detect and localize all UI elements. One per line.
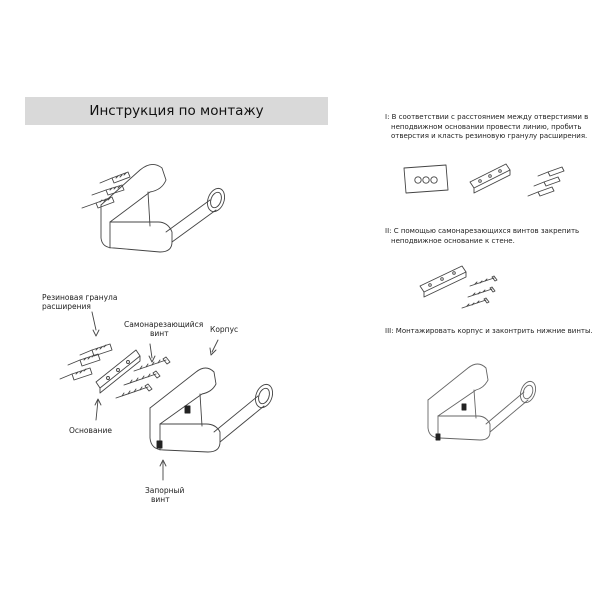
label-lock-screw: Запорный винт	[145, 486, 184, 504]
label-lock-line2: винт	[151, 495, 170, 504]
lock-screw-icon	[156, 440, 163, 449]
page-title: Инструкция по монтажу	[89, 103, 264, 119]
step3-illustration	[427, 363, 537, 441]
step-2-line2: неподвижное основание к стене.	[391, 236, 515, 245]
lock-screw-icon	[435, 433, 441, 441]
drilling-template-icon	[403, 164, 449, 194]
step-1-line2: неподвижном основании провести линию, пр…	[391, 122, 582, 131]
label-screw-line2: винт	[150, 329, 169, 338]
title-bar: Инструкция по монтажу	[25, 97, 328, 125]
label-screw: Самонарезающийся винт	[124, 320, 203, 338]
arrow-base	[95, 399, 99, 421]
base-plate-icon	[469, 163, 511, 194]
wall-anchor-icon	[99, 171, 131, 184]
label-anchor-line1: Резиновая гранула	[42, 293, 118, 302]
assembled-holder-illustration	[81, 164, 226, 253]
wall-anchor-icon	[533, 176, 561, 187]
step-1-line1: I: В соответствии с расстоянием между от…	[385, 113, 589, 121]
arrow-head-icon	[159, 459, 167, 467]
label-base: Основание	[69, 426, 112, 435]
exploded-view-illustration	[59, 311, 274, 481]
screw-icon	[133, 356, 171, 372]
label-lock-line1: Запорный	[145, 486, 185, 495]
screw-icon	[115, 383, 153, 399]
lock-screw-icon	[184, 405, 191, 414]
step-1-line3: отверстия и класть резиновую гранулу рас…	[391, 132, 588, 140]
lock-screw-icon	[461, 403, 467, 411]
arrow-anchor	[91, 311, 97, 331]
step-1-text: I: В соответствии с расстоянием между от…	[385, 113, 588, 142]
wall-anchor-icon	[67, 353, 101, 367]
step2-illustration	[419, 265, 498, 309]
label-body: Корпус	[210, 325, 239, 334]
arrow-head-icon	[94, 398, 102, 406]
wall-anchor-icon	[527, 186, 555, 197]
base-plate-icon	[95, 349, 141, 394]
screw-icon	[469, 275, 498, 287]
step1-illustration	[403, 163, 565, 197]
base-plate-icon	[419, 265, 467, 298]
label-anchor: Резиновая гранула расширения	[42, 293, 117, 311]
arrow-head-icon	[148, 355, 156, 363]
screw-icon	[123, 370, 161, 386]
step-3-text: III: Монтажировать корпус и законтрить н…	[385, 327, 593, 337]
wall-anchor-icon	[91, 184, 125, 196]
screw-icon	[467, 286, 496, 298]
wall-anchor-icon	[79, 343, 113, 357]
screw-icon	[461, 297, 490, 309]
wall-anchor-icon	[81, 196, 115, 209]
label-anchor-line2: расширения	[42, 302, 91, 311]
step-2-line1: II: С помощью самонарезающихся винтов за…	[385, 227, 580, 235]
step-3-line1: III: Монтажировать корпус и законтрить н…	[385, 327, 593, 335]
arrow-body	[211, 339, 219, 353]
arrow-screw	[149, 343, 153, 359]
step-2-text: II: С помощью самонарезающихся винтов за…	[385, 227, 579, 246]
label-screw-line1: Самонарезающийся	[124, 320, 204, 329]
arrow-head-icon	[92, 329, 100, 337]
wall-anchor-icon	[59, 367, 93, 381]
arrow-head-icon	[209, 347, 217, 356]
wall-anchor-icon	[537, 166, 565, 177]
